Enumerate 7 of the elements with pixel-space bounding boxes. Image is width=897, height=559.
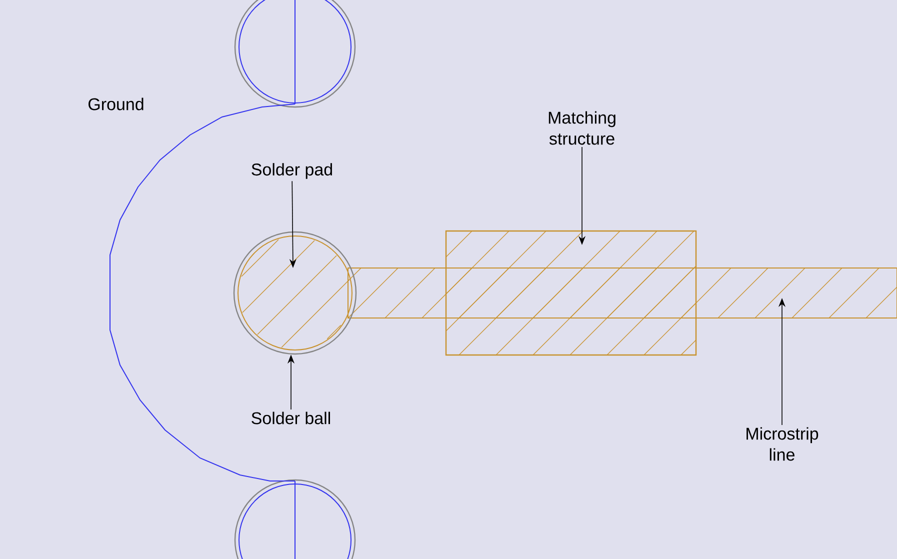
callout-label: Matching structure [548, 111, 616, 145]
part-label: Ground [88, 98, 144, 110]
matching-structure [445, 230, 697, 356]
callout-label: Solder ball [252, 412, 330, 424]
callout-label: Solder pad [252, 163, 332, 179]
callout-label: Microstrip line [746, 427, 818, 461]
microstrip-line [348, 268, 897, 318]
